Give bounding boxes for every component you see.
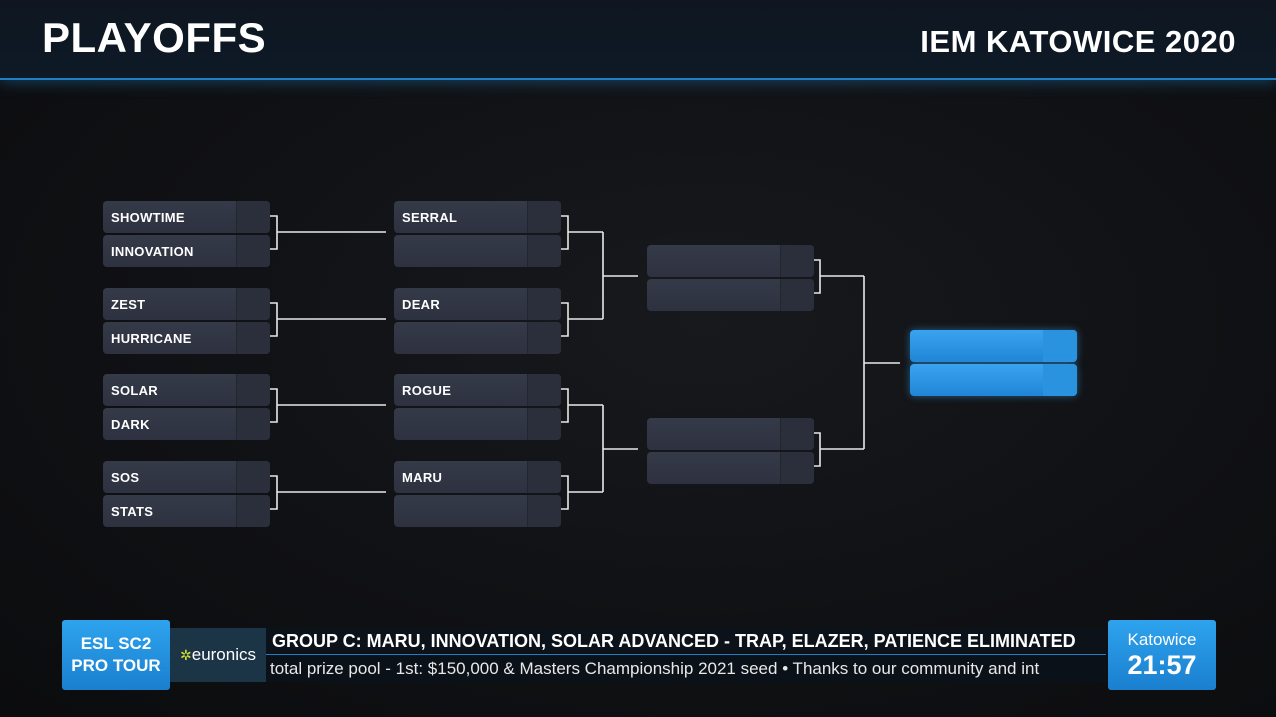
score-box	[236, 288, 270, 320]
bracket-slot-r1-5[interactable]: SOLAR	[103, 374, 270, 406]
bracket-slot-r1-6[interactable]: DARK	[103, 408, 270, 440]
tour-logo-line1: ESL SC2	[80, 634, 152, 653]
player-name: SERRAL	[402, 210, 458, 225]
tour-logo-line2: PRO TOUR	[71, 656, 161, 675]
page-title: PLAYOFFS	[42, 14, 267, 61]
player-name: DEAR	[402, 297, 441, 312]
event-title: IEM KATOWICE 2020	[920, 24, 1236, 59]
bracket-slot-r1-2[interactable]: INNOVATION	[103, 235, 270, 267]
bracket-slot-qf-4[interactable]	[394, 322, 561, 354]
player-name: HURRICANE	[111, 331, 192, 346]
clock-time: 21:57	[1127, 650, 1197, 680]
score-box	[236, 322, 270, 354]
score-box	[780, 418, 814, 450]
score-box	[236, 408, 270, 440]
bracket-slot-qf-3[interactable]: DEAR	[394, 288, 561, 320]
score-box	[527, 495, 561, 527]
bracket-slot-r1-1[interactable]: SHOWTIME	[103, 201, 270, 233]
bracket-slot-r1-3[interactable]: ZEST	[103, 288, 270, 320]
local-clock: Katowice 21:57	[1108, 620, 1216, 690]
player-name: STATS	[111, 504, 154, 519]
player-name: ZEST	[111, 297, 146, 312]
score-box	[527, 288, 561, 320]
player-name: INNOVATION	[111, 244, 194, 259]
player-name: SHOWTIME	[111, 210, 185, 225]
score-box	[1043, 364, 1077, 396]
score-box	[527, 201, 561, 233]
score-box	[236, 201, 270, 233]
score-box	[527, 374, 561, 406]
bracket-slot-final-1[interactable]	[910, 330, 1077, 362]
player-name: ROGUE	[402, 383, 452, 398]
bracket-slot-qf-2[interactable]	[394, 235, 561, 267]
player-name: MARU	[402, 470, 443, 485]
score-box	[527, 235, 561, 267]
bracket-slot-qf-6[interactable]	[394, 408, 561, 440]
bracket-slot-qf-5[interactable]: ROGUE	[394, 374, 561, 406]
news-ticker: ESL SC2 PRO TOUR ✲euronics GROUP C: MARU…	[62, 620, 1216, 690]
bracket-slot-sf-1[interactable]	[647, 245, 814, 277]
bracket-slot-r1-4[interactable]: HURRICANE	[103, 322, 270, 354]
score-box	[236, 495, 270, 527]
bracket-slot-sf-3[interactable]	[647, 418, 814, 450]
score-box	[527, 461, 561, 493]
bracket-slot-sf-4[interactable]	[647, 452, 814, 484]
bracket-slot-r1-7[interactable]: SOS	[103, 461, 270, 493]
ticker-scroll-text: total prize pool - 1st: $150,000 & Maste…	[266, 654, 1106, 682]
score-box	[236, 374, 270, 406]
score-box	[1043, 330, 1077, 362]
header-bar: PLAYOFFS IEM KATOWICE 2020	[0, 0, 1276, 80]
bracket-slot-r1-8[interactable]: STATS	[103, 495, 270, 527]
sponsor-name: euronics	[191, 645, 256, 664]
bracket-slot-qf-7[interactable]: MARU	[394, 461, 561, 493]
player-name: SOLAR	[111, 383, 158, 398]
score-box	[527, 322, 561, 354]
score-box	[780, 245, 814, 277]
bracket-slot-final-2[interactable]	[910, 364, 1077, 396]
score-box	[236, 235, 270, 267]
score-box	[780, 279, 814, 311]
tour-logo: ESL SC2 PRO TOUR	[62, 620, 170, 690]
score-box	[527, 408, 561, 440]
ticker-headline: GROUP C: MARU, INNOVATION, SOLAR ADVANCE…	[266, 628, 1106, 654]
sponsor-star-icon: ✲	[180, 647, 192, 663]
score-box	[236, 461, 270, 493]
clock-city: Katowice	[1127, 630, 1197, 649]
bracket-slot-qf-8[interactable]	[394, 495, 561, 527]
score-box	[780, 452, 814, 484]
player-name: DARK	[111, 417, 150, 432]
sponsor-logo: ✲euronics	[170, 628, 266, 682]
bracket-slot-qf-1[interactable]: SERRAL	[394, 201, 561, 233]
player-name: SOS	[111, 470, 140, 485]
bracket-slot-sf-2[interactable]	[647, 279, 814, 311]
